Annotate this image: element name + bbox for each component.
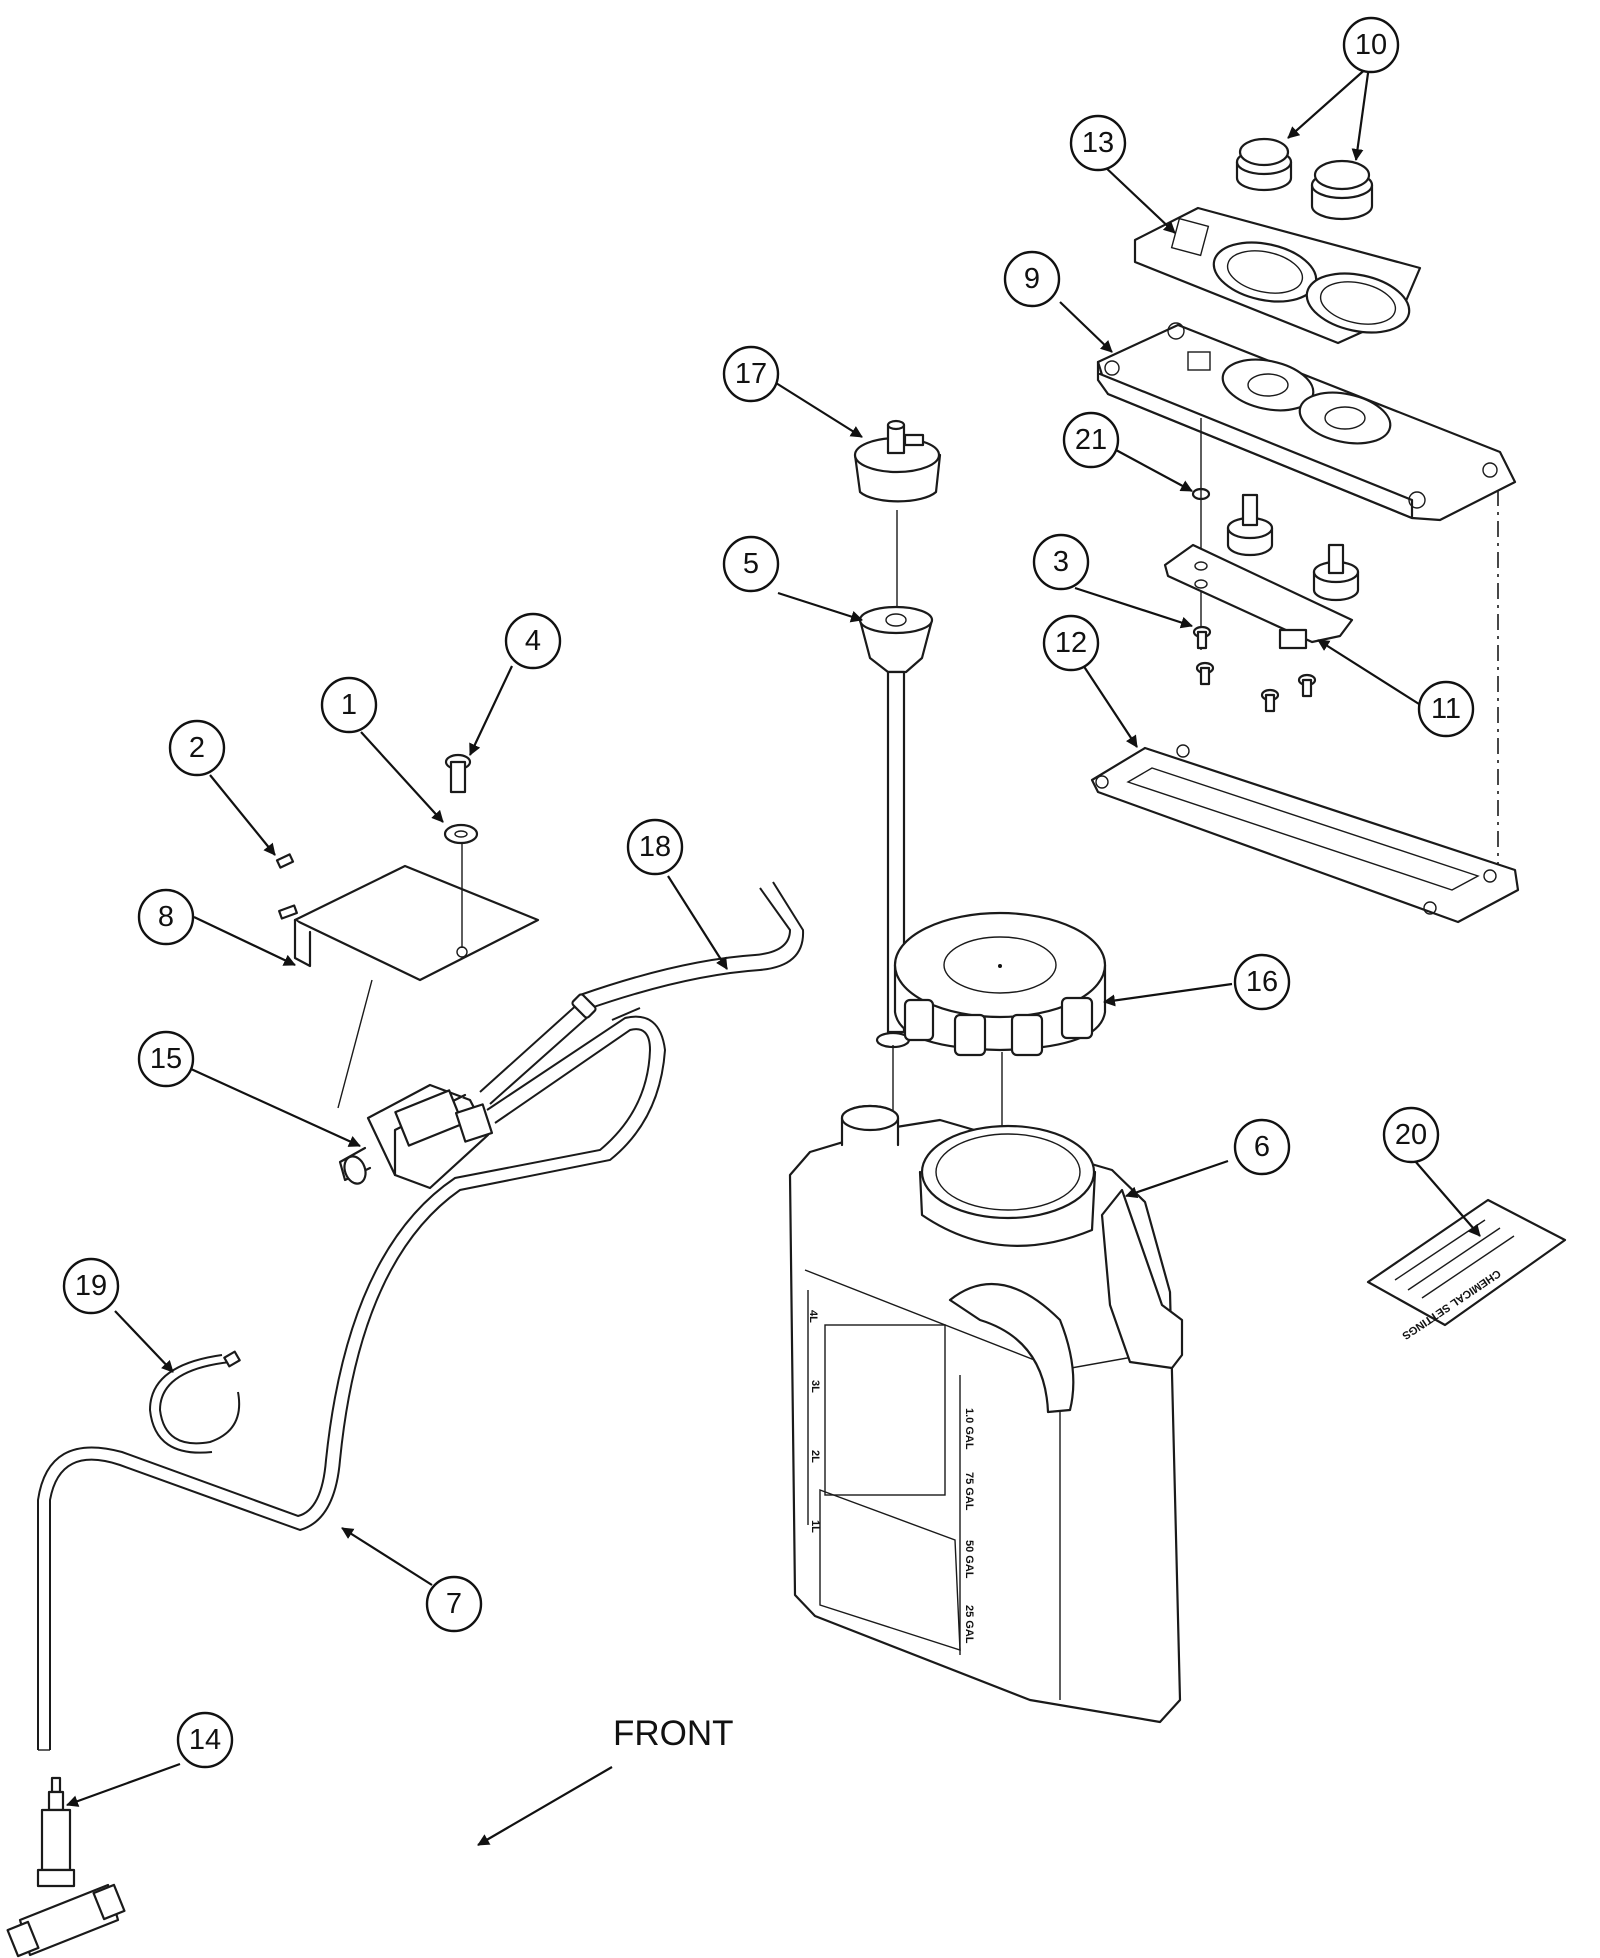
leader-21 bbox=[1115, 449, 1193, 492]
part-9-control-housing bbox=[1096, 322, 1517, 522]
part-6-bottle bbox=[788, 1104, 1184, 1724]
leader-9 bbox=[1059, 301, 1113, 353]
callout-14-label: 14 bbox=[189, 1724, 221, 1756]
leader-19 bbox=[114, 1310, 174, 1373]
callout-13: 13 bbox=[1069, 114, 1127, 172]
callout-16-label: 16 bbox=[1246, 966, 1278, 998]
callout-17: 17 bbox=[722, 345, 780, 403]
leader-3 bbox=[1074, 586, 1193, 629]
part-16-bottle-cap bbox=[893, 911, 1107, 1057]
part-2-pin bbox=[275, 853, 295, 869]
callout-1-label: 1 bbox=[341, 689, 357, 721]
callout-11-label: 11 bbox=[1431, 693, 1461, 725]
leader-14 bbox=[66, 1762, 181, 1807]
part-17-fill-cap bbox=[853, 419, 942, 503]
part-4-screw bbox=[444, 753, 472, 794]
leader-17 bbox=[775, 382, 863, 438]
callout-18-label: 18 bbox=[639, 831, 671, 863]
callout-2-label: 2 bbox=[189, 732, 205, 764]
scale-label-50-gal: 50 GAL bbox=[963, 1540, 975, 1579]
leader-15 bbox=[190, 1067, 361, 1148]
callout-8: 8 bbox=[137, 888, 195, 946]
callout-13-label: 13 bbox=[1082, 127, 1114, 159]
scale-label-75-gal: 75 GAL bbox=[963, 1472, 975, 1511]
part-15-solenoid-valve bbox=[338, 1083, 494, 1190]
part-10-knobs bbox=[1235, 137, 1374, 221]
front-direction-indicator: FRONT bbox=[477, 1714, 734, 1846]
callout-1: 1 bbox=[320, 676, 378, 734]
leader-7 bbox=[341, 1527, 433, 1586]
callout-21: 21 bbox=[1062, 411, 1120, 469]
callout-15: 15 bbox=[137, 1030, 195, 1088]
leader-4 bbox=[469, 665, 513, 756]
callout-9: 9 bbox=[1003, 250, 1061, 308]
bottle-scale-liters: 4L 3L 2L 1L bbox=[807, 1310, 821, 1533]
callout-17-label: 17 bbox=[735, 358, 767, 390]
front-label: FRONT bbox=[613, 1714, 734, 1753]
callout-6: 6 bbox=[1233, 1118, 1291, 1176]
scale-label-1l: 1L bbox=[809, 1520, 821, 1533]
leader-12 bbox=[1082, 664, 1138, 748]
leader-16 bbox=[1103, 982, 1233, 1007]
callout-6-label: 6 bbox=[1254, 1131, 1270, 1163]
callout-20-label: 20 bbox=[1395, 1119, 1427, 1151]
scale-label-4l: 4L bbox=[807, 1310, 819, 1323]
part-1-washer bbox=[443, 823, 479, 845]
leader-11 bbox=[1317, 639, 1420, 705]
callout-12-label: 12 bbox=[1055, 627, 1087, 659]
callout-7-label: 7 bbox=[446, 1588, 462, 1620]
callout-21-label: 21 bbox=[1075, 424, 1107, 456]
part-12-gasket bbox=[1090, 744, 1520, 924]
part-14-t-fitting bbox=[6, 1776, 126, 1958]
callout-10-label: 10 bbox=[1355, 29, 1387, 61]
callout-4: 4 bbox=[504, 612, 562, 670]
leader-13 bbox=[1102, 164, 1176, 234]
callout-3: 3 bbox=[1032, 533, 1090, 591]
scale-label-25-gal: 25 GAL bbox=[963, 1605, 975, 1644]
part-5-dip-tube-fitting bbox=[858, 605, 934, 1049]
callout-4-label: 4 bbox=[525, 625, 541, 657]
leader-20 bbox=[1414, 1160, 1481, 1237]
callout-leaders bbox=[66, 65, 1481, 1807]
callout-8-label: 8 bbox=[158, 901, 174, 933]
part-19-hose-clamp bbox=[148, 1350, 241, 1454]
scale-label-3l: 3L bbox=[809, 1380, 821, 1393]
callout-3-label: 3 bbox=[1053, 546, 1069, 578]
scale-label-2l: 2L bbox=[809, 1450, 821, 1463]
callout-18: 18 bbox=[626, 818, 684, 876]
callout-9-label: 9 bbox=[1024, 263, 1040, 295]
callout-5: 5 bbox=[722, 535, 780, 593]
leader-5 bbox=[777, 591, 863, 623]
callout-19-label: 19 bbox=[75, 1270, 107, 1302]
part-21-washer bbox=[1191, 418, 1211, 650]
scale-label-1-0-gal: 1.0 GAL bbox=[963, 1408, 975, 1450]
callout-16: 16 bbox=[1233, 953, 1291, 1011]
leader-18 bbox=[667, 875, 728, 970]
callout-2: 2 bbox=[168, 719, 226, 777]
callout-5-label: 5 bbox=[743, 548, 759, 580]
leader-10b bbox=[1351, 65, 1371, 161]
callout-11: 11 bbox=[1417, 680, 1475, 738]
part-18-tube bbox=[479, 881, 805, 1105]
bottle-scale-gallons: 1.0 GAL 75 GAL 50 GAL 25 GAL bbox=[963, 1408, 975, 1644]
callout-12: 12 bbox=[1042, 614, 1100, 672]
callout-7: 7 bbox=[425, 1575, 483, 1633]
part-8-bracket bbox=[278, 864, 540, 982]
part-3-screws bbox=[1192, 625, 1317, 713]
callout-19: 19 bbox=[62, 1257, 120, 1315]
part-7-long-tube bbox=[37, 1007, 667, 1751]
leader-10a bbox=[1287, 65, 1370, 139]
leader-6 bbox=[1125, 1159, 1229, 1199]
leader-8 bbox=[193, 916, 296, 966]
part-13-overlay-panel bbox=[1133, 206, 1422, 345]
callout-15-label: 15 bbox=[150, 1043, 182, 1075]
part-11-circuit-board bbox=[1163, 493, 1360, 650]
callout-14: 14 bbox=[176, 1711, 234, 1769]
leader-1 bbox=[360, 731, 444, 823]
callout-10: 10 bbox=[1342, 16, 1400, 74]
leader-2 bbox=[209, 774, 276, 856]
callout-20: 20 bbox=[1382, 1106, 1440, 1164]
